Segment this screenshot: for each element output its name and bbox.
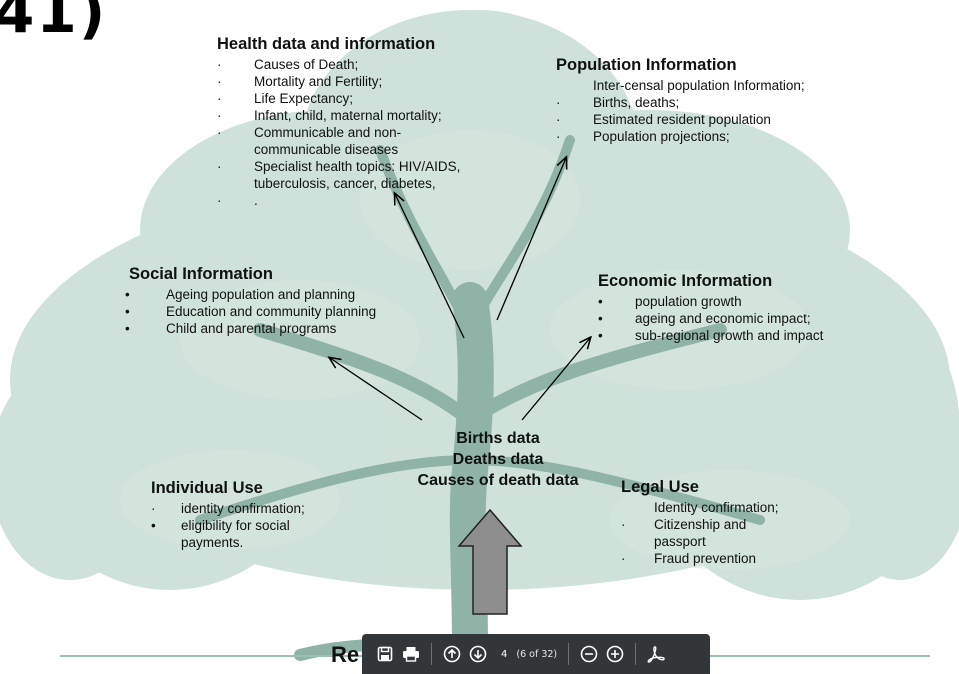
- toolbar-separator: [431, 643, 432, 665]
- page-down-icon: [469, 645, 487, 663]
- social-info-block: Social Information •Ageing population an…: [125, 265, 429, 337]
- list-item: Identity confirmation;: [654, 500, 779, 515]
- zoom-out-icon: [580, 645, 598, 663]
- list-item: •population growth: [598, 294, 742, 309]
- list-item: ·Communicable and non-communicable disea…: [217, 125, 402, 157]
- list-item: •Education and community planning: [125, 304, 377, 319]
- health-info-block: Health data and information ·Causes of D…: [217, 36, 517, 209]
- slide-bottom-title-fragment: Re: [331, 642, 360, 667]
- list-item: •Child and parental programs: [125, 321, 337, 336]
- save-icon: [377, 646, 393, 662]
- arrow-to-economic: [521, 338, 590, 421]
- zoom-out-button[interactable]: [576, 641, 602, 667]
- population-title: Population Information: [556, 56, 737, 74]
- page-number-input[interactable]: 4: [501, 648, 508, 660]
- arrow-to-social: [330, 358, 423, 421]
- toolbar-separator: [568, 643, 570, 665]
- list-item: ·.: [217, 193, 258, 208]
- page-count: (6 of 32): [516, 648, 558, 660]
- arrow-to-population: [496, 158, 566, 321]
- list-item: ·Estimated resident population: [556, 112, 771, 127]
- list-item: ·identity confirmation;: [151, 501, 305, 516]
- legal-title: Legal Use: [621, 478, 699, 496]
- list-item: •Ageing population and planning: [125, 287, 356, 302]
- list-item: ·Births, deaths;: [556, 95, 680, 110]
- list-item: ·Life Expectancy;: [217, 91, 354, 106]
- individual-use-block: Individual Use ·identity confirmation; •…: [151, 480, 371, 551]
- social-title: Social Information: [129, 265, 273, 283]
- list-item: •eligibility for social payments.: [151, 518, 290, 550]
- print-icon: [403, 647, 419, 662]
- list-item: ·Citizenship and passport: [621, 517, 747, 549]
- births-data-label: Births data: [456, 430, 540, 447]
- list-item: ·Causes of Death;: [217, 57, 359, 72]
- previous-page-button[interactable]: [439, 641, 465, 667]
- page-up-icon: [443, 645, 461, 663]
- list-item: ·Population projections;: [556, 129, 730, 144]
- list-item: Inter-censal population Information;: [593, 78, 805, 93]
- toolbar-separator: [635, 643, 637, 665]
- list-item: •ageing and economic impact;: [598, 311, 811, 326]
- legal-use-block: Legal Use Identity confirmation; ·Citize…: [621, 479, 841, 567]
- economic-title: Economic Information: [598, 272, 773, 290]
- big-up-arrow: [457, 508, 523, 615]
- arrow-to-health: [395, 194, 465, 339]
- core-data-block: Births data Deaths data Causes of death …: [393, 428, 603, 491]
- list-item: ·Specialist health topics: HIV/AIDS, tub…: [217, 159, 461, 191]
- zoom-in-icon: [606, 645, 624, 663]
- list-item: ·Infant, child, maternal mortality;: [217, 108, 442, 123]
- deaths-data-label: Deaths data: [452, 451, 544, 468]
- save-button[interactable]: [372, 641, 398, 667]
- zoom-in-button[interactable]: [602, 641, 628, 667]
- open-in-acrobat-button[interactable]: [643, 641, 669, 667]
- slide-heading-fragment: 41): [0, 0, 108, 46]
- acrobat-icon: [647, 646, 665, 663]
- next-page-button[interactable]: [465, 641, 491, 667]
- list-item: ·Mortality and Fertility;: [217, 74, 383, 89]
- print-button[interactable]: [398, 641, 424, 667]
- pdf-toolbar: 4 (6 of 32): [362, 634, 710, 674]
- health-title: Health data and information: [217, 35, 436, 53]
- population-info-block: Population Information Inter-censal popu…: [556, 57, 856, 145]
- list-item: •sub-regional growth and impact: [598, 328, 824, 343]
- causes-of-death-label: Causes of death data: [417, 472, 579, 489]
- list-item: ·Fraud prevention: [621, 551, 757, 566]
- economic-info-block: Economic Information •population growth …: [598, 273, 898, 344]
- individual-title: Individual Use: [151, 479, 263, 497]
